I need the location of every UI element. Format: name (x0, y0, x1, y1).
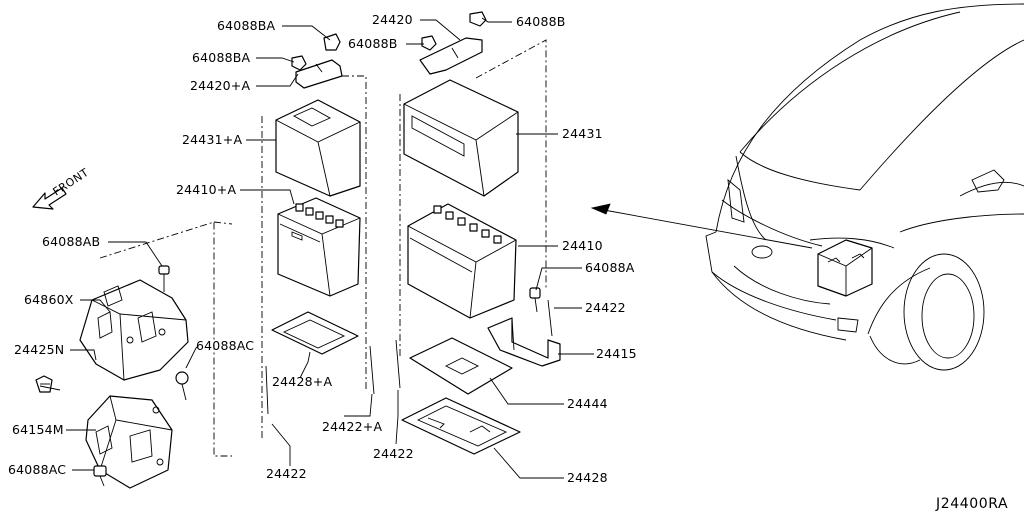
nut-64088ba-top (323, 33, 341, 51)
callout-64088b-upper: 64088B (516, 14, 566, 29)
nut-64088b-lower (421, 35, 437, 51)
diagram-code: J24400RA (935, 496, 1008, 512)
callout-24422-left: 24422 (266, 466, 307, 481)
rod-24422a (369, 345, 375, 395)
callout-64088ba-top: 64088BA (217, 18, 276, 33)
callout-24420: 24420 (372, 12, 413, 27)
bolt-64088a (529, 287, 541, 313)
clip-24425n (35, 375, 53, 393)
callout-64088b-lower: 64088B (348, 36, 398, 51)
rod-24422-right (547, 299, 553, 337)
callout-24428: 24428 (567, 470, 608, 485)
callout-24415: 24415 (596, 346, 637, 361)
battery-hold-down-24420a (295, 59, 343, 89)
heat-insulator-24444 (409, 337, 513, 395)
nut-64088b-upper (469, 11, 487, 27)
bolt-64088ac-upper (175, 371, 189, 401)
battery-cover-24431 (403, 79, 519, 197)
battery-tray-64154m (85, 395, 173, 489)
callout-24431: 24431 (562, 126, 603, 141)
callout-24422-mid: 24422 (373, 446, 414, 461)
leader-lines (39, 17, 594, 479)
callout-24428a: 24428+A (272, 374, 332, 389)
callout-24422a: 24422+A (322, 419, 382, 434)
battery-tray-pad-24428a (271, 311, 359, 355)
bracket-bolt-64088ab (158, 265, 170, 292)
rod-24422-left (265, 365, 269, 415)
callout-24444: 24444 (567, 396, 608, 411)
front-arrow-icon (32, 187, 67, 210)
callout-24410a: 24410+A (176, 182, 236, 197)
battery-tray-plate-24428 (401, 397, 521, 455)
battery-24410a (277, 197, 361, 297)
battery-hold-down-24420 (419, 37, 483, 75)
nut-64088ba-second (291, 55, 307, 71)
callout-64088ba-second: 64088BA (192, 50, 251, 65)
callout-24410: 24410 (562, 238, 603, 253)
location-arrow-icon (590, 203, 813, 249)
callout-64088a: 64088A (585, 260, 635, 275)
vehicle-front-view (705, 3, 1024, 371)
battery-cover-24431a (275, 99, 361, 197)
rod-24422-mid (395, 339, 401, 389)
battery-bracket-24415 (487, 317, 561, 367)
callout-24431a: 24431+A (182, 132, 242, 147)
callout-24422-right: 24422 (585, 300, 626, 315)
battery-bracket-64860x (79, 279, 189, 381)
vehicle-battery-location (817, 239, 873, 297)
callout-64088ac-upper: 64088AC (196, 338, 254, 353)
bolt-64088ac-lower (93, 465, 107, 487)
battery-24410 (407, 203, 517, 319)
callout-64088ac-lower: 64088AC (8, 462, 66, 477)
callout-64088ab: 64088AB (42, 234, 100, 249)
callout-24420a: 24420+A (190, 78, 250, 93)
front-label: FRONT (51, 166, 92, 199)
callout-64154m: 64154M (12, 422, 64, 437)
callout-24425n: 24425N (14, 342, 64, 357)
callout-64860x: 64860X (24, 292, 74, 307)
